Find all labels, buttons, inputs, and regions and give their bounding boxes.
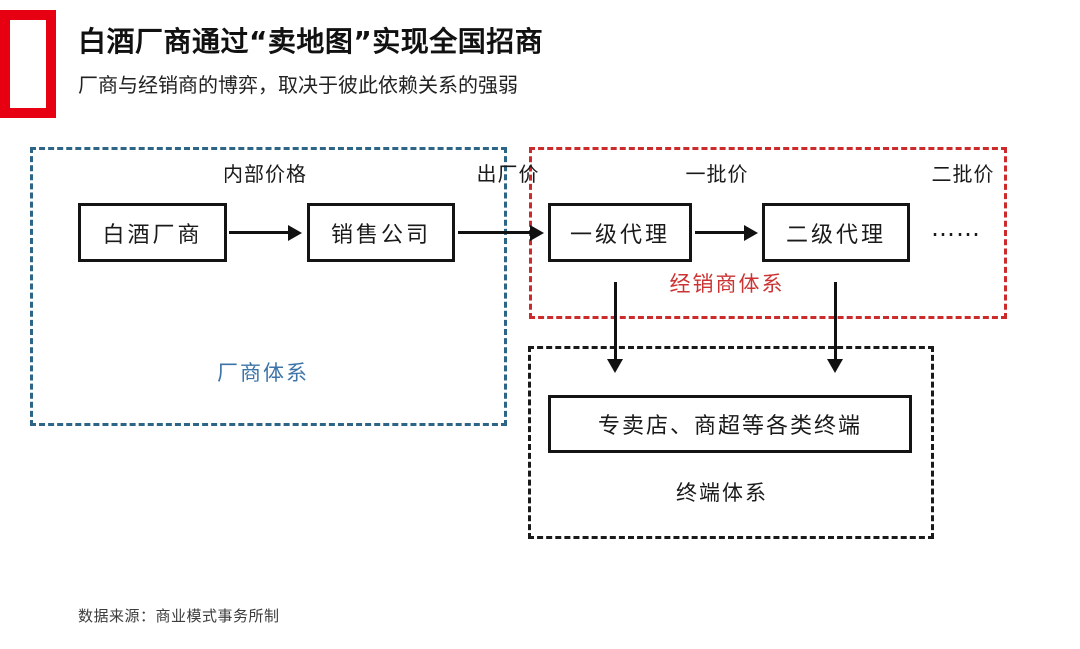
group-terminal-system: [528, 346, 934, 539]
node-terminal-outlets: 专卖店、商超等各类终端: [548, 395, 912, 453]
node-tier1-agent: 一级代理: [548, 203, 692, 262]
arrow-tier2-to-terminal-line: [834, 282, 837, 360]
node-tier2-agent: 二级代理: [762, 203, 910, 262]
label-second-batch-price: 二批价: [931, 162, 995, 186]
arrow-manufacturer-to-sales-line: [229, 231, 289, 234]
arrow-sales-to-tier1-head-icon: [530, 225, 544, 241]
logo-mark: [0, 10, 56, 118]
arrow-tier1-to-tier2-head-icon: [744, 225, 758, 241]
page-subtitle: 厂商与经销商的博弈，取决于彼此依赖关系的强弱: [78, 73, 518, 97]
group-label-terminal-system: 终端体系: [676, 481, 768, 505]
arrow-sales-to-tier1-line: [458, 231, 530, 234]
arrow-manufacturer-to-sales-head-icon: [288, 225, 302, 241]
arrow-tier1-to-terminal-line: [614, 282, 617, 360]
arrow-tier1-to-tier2-line: [695, 231, 745, 234]
arrow-tier2-to-terminal-head-icon: [827, 359, 843, 373]
label-first-batch-price: 一批价: [685, 162, 749, 186]
ellipsis-continuation: ……: [931, 214, 981, 242]
group-label-distributor-system: 经销商体系: [669, 272, 785, 296]
data-source: 数据来源：商业模式事务所制: [78, 607, 280, 625]
label-factory-price: 出厂价: [476, 162, 540, 186]
group-label-manufacturer-system: 厂商体系: [217, 361, 309, 385]
node-sales-company: 销售公司: [307, 203, 455, 262]
label-internal-price: 内部价格: [223, 162, 307, 186]
node-baijiu-manufacturer: 白酒厂商: [78, 203, 227, 262]
group-manufacturer-system: [30, 147, 507, 426]
arrow-tier1-to-terminal-head-icon: [607, 359, 623, 373]
page-title: 白酒厂商通过“卖地图”实现全国招商: [78, 25, 544, 58]
